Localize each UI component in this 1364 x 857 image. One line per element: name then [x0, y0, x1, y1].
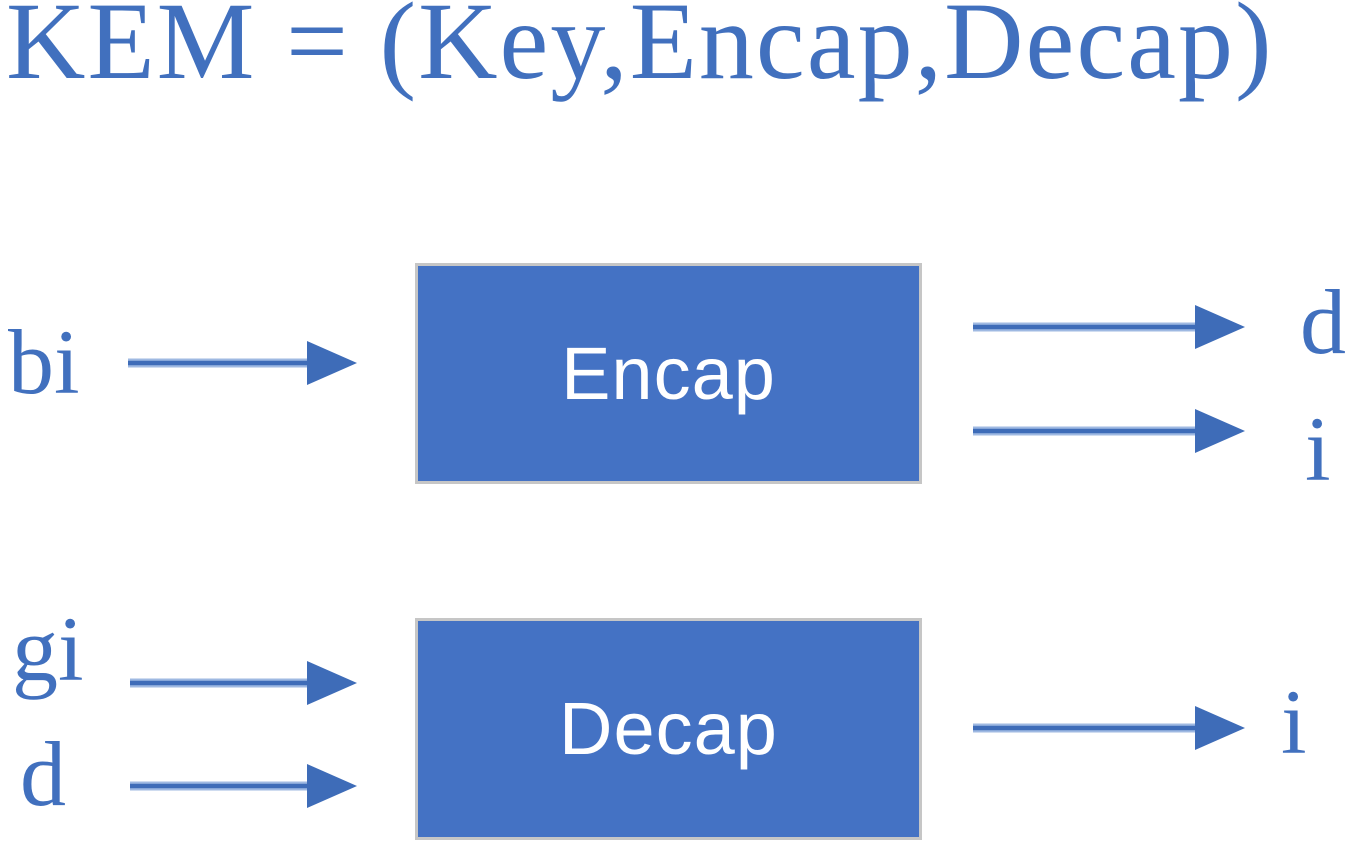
encap-box-label: Encap — [561, 331, 776, 415]
arrow-head — [307, 764, 357, 808]
arrow-head — [1195, 409, 1245, 453]
encap-output-label-2: i — [1305, 398, 1331, 500]
arrow-head — [307, 661, 357, 705]
decap-box-label: Decap — [559, 687, 778, 770]
arrow-head — [307, 341, 357, 385]
arrow-head — [1195, 305, 1245, 349]
encap-box: Encap — [415, 263, 922, 484]
decap-output-label: i — [1281, 671, 1307, 773]
diagram-title: KEM = (Key,Encap,Decap) — [6, 0, 1274, 102]
arrow-head — [1195, 706, 1245, 750]
decap-input-arrow-2 — [130, 764, 357, 808]
decap-output-arrow — [973, 706, 1245, 750]
encap-output-arrow-1 — [973, 305, 1245, 349]
decap-box: Decap — [415, 618, 922, 840]
encap-input-arrow — [128, 341, 357, 385]
decap-input-label-2: d — [20, 723, 66, 825]
encap-input-label: bi — [8, 311, 80, 413]
encap-output-label-1: d — [1300, 271, 1346, 373]
decap-input-arrow-1 — [130, 661, 357, 705]
decap-input-label-1: gi — [12, 598, 84, 700]
encap-output-arrow-2 — [973, 409, 1245, 453]
